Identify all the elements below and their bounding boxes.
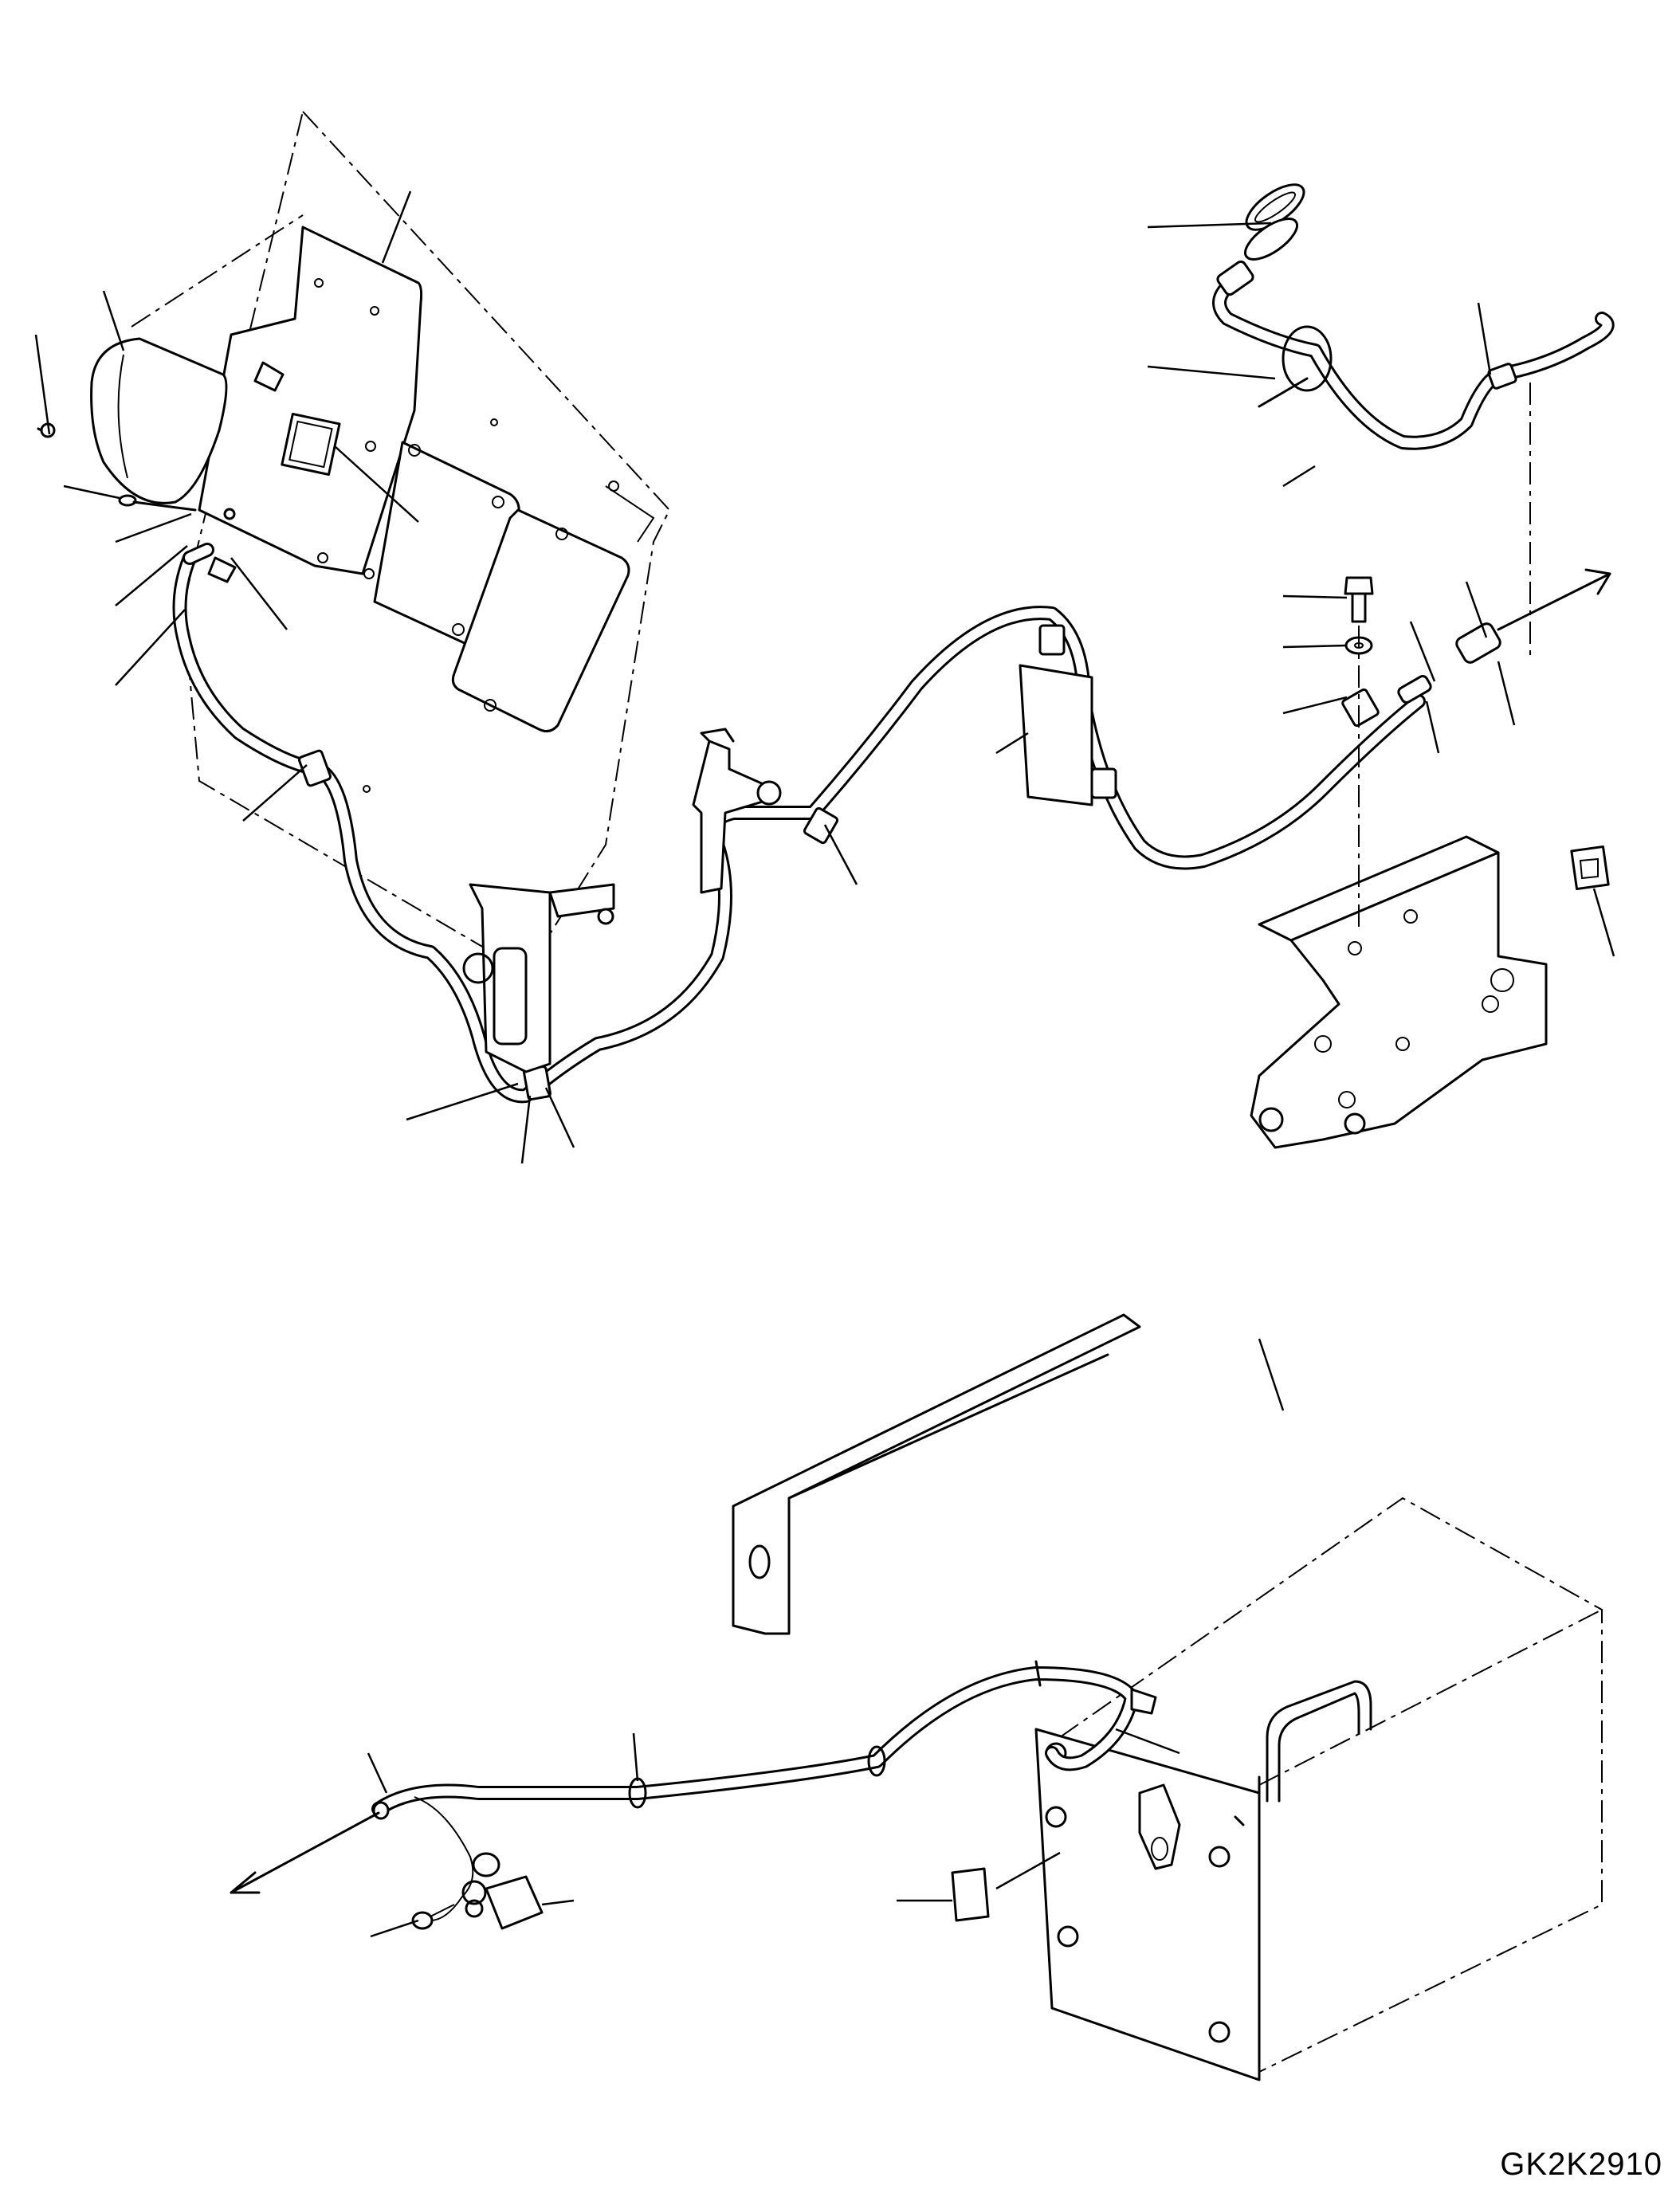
- battery-box-front-panel: [1034, 1728, 1261, 2081]
- sub-harness-top-right: [1212, 280, 1615, 450]
- upper-cable-end-connector: [1397, 568, 1611, 704]
- cable-harness-lower: [371, 1660, 1157, 1820]
- control-panel-bracket: [198, 226, 423, 583]
- cable-harness-main-upper: [172, 543, 1426, 1104]
- valve-body-bracket: [1250, 835, 1548, 1149]
- screw-set-top-left: [37, 422, 236, 520]
- dome-cover: [90, 214, 304, 504]
- battery-box-latch: [1138, 1783, 1181, 1870]
- tether-cord-with-rings: [411, 1796, 544, 1930]
- chain-connector: [1216, 183, 1305, 296]
- warning-label-square: [1570, 845, 1610, 891]
- support-beam: [732, 1313, 1141, 1635]
- cable-support-bracket: [692, 728, 782, 894]
- bolt-washer-stack: [1344, 383, 1531, 932]
- drawing-code: GK2K2910: [1500, 2147, 1662, 2182]
- lower-cable-direction-arrow: [230, 1811, 380, 1894]
- harness-tag: [1019, 664, 1093, 806]
- side-cover-panels: [373, 441, 630, 733]
- callout-leader-lines: [34, 190, 1615, 1938]
- lower-label-tag: [951, 1867, 990, 1922]
- battery-box-handle: [1266, 1680, 1372, 1803]
- center-mounting-bracket: [462, 883, 615, 1073]
